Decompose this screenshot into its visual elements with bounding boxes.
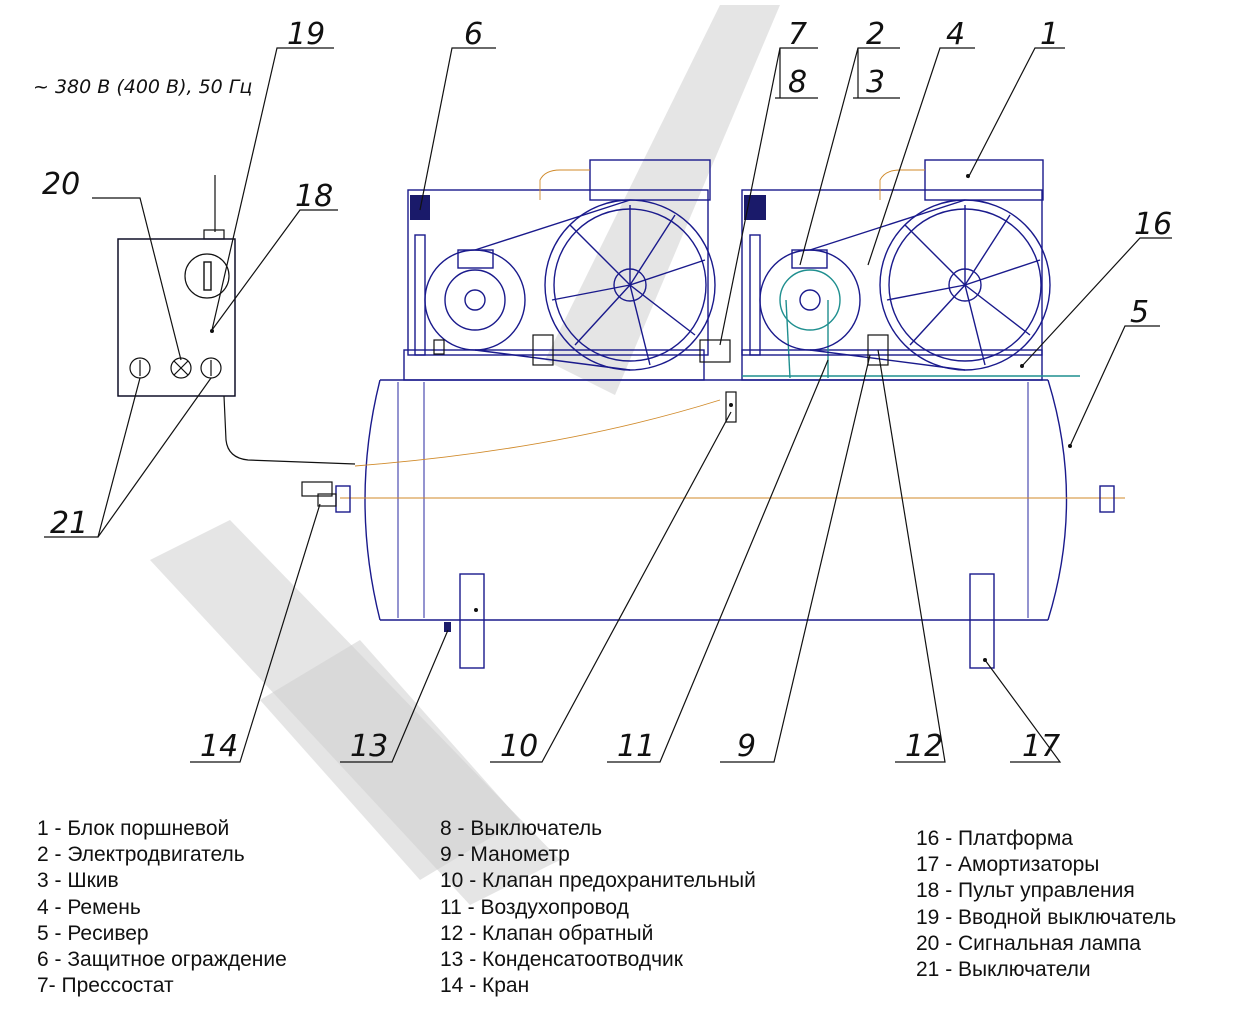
legend-item: 17 - Амортизаторы [916,853,1100,877]
legend-item: 9 - Манометр [440,843,570,867]
callout-1: 1 [1040,17,1059,52]
right-compressor-unit [741,159,1051,371]
legend-item: 12 - Клапан обратный [440,921,654,945]
callout-12: 12 [905,729,943,764]
supply-voltage-label: ~ 380 В (400 В), 50 Гц [33,76,252,98]
legend-column-3: 16 - Платформа 17 - Амортизаторы 18 - Пу… [916,826,1176,983]
callout-2: 2 [866,17,885,52]
legend-item: 4 - Ремень [37,895,141,919]
legend-item: 18 - Пульт управления [916,879,1135,903]
callout-6: 6 [464,17,483,52]
watermark [150,5,780,905]
callout-5: 5 [1130,295,1149,330]
callout-11: 11 [617,729,655,764]
legend-item: 10 - Клапан предохранительный [440,869,756,893]
legend-item: 1 - Блок поршневой [37,817,230,840]
legend-item: 16 - Платформа [916,827,1073,850]
legend-item: 8 - Выключатель [440,817,603,840]
callout-3: 3 [866,65,885,100]
legend-item: 6 - Защитное ограждение [37,948,287,972]
callout-8: 8 [788,65,807,100]
callout-21: 21 [50,506,88,541]
legend-item: 20 - Сигнальная лампа [916,931,1141,955]
receiver-tank [301,379,1125,669]
callout-9: 9 [737,729,756,764]
callout-19: 19 [287,17,325,52]
legend-item: 7- Прессостат [37,974,174,998]
callout-4: 4 [946,17,965,52]
callout-18: 18 [295,179,333,214]
platform [403,299,1080,381]
callout-17: 17 [1022,729,1060,764]
legend-column-2: 8 - Выключатель 9 - Манометр 10 - Клапан… [440,816,756,999]
legend-item: 2 - Электродвигатель [37,843,245,867]
callout-14: 14 [200,729,238,764]
control-panel [117,175,356,465]
callout-16: 16 [1134,207,1172,242]
legend-item: 5 - Ресивер [37,921,149,945]
leader-lines [44,47,1172,763]
callout-13: 13 [350,729,388,764]
callout-numbers: 19 6 7 8 2 3 4 1 20 18 16 5 21 14 13 10 … [42,17,1172,764]
legend-item: 19 - Вводной выключатель [916,905,1177,929]
callout-20: 20 [42,167,80,202]
legend-item: 14 - Кран [440,974,530,998]
legend-item: 21 - Выключатели [916,958,1091,982]
callout-10: 10 [500,729,538,764]
callout-7: 7 [788,17,807,52]
legend-column-1: 1 - Блок поршневой 2 - Электродвигатель … [37,816,287,999]
left-compressor-unit [407,159,731,371]
legend-item: 13 - Конденсатоотводчик [440,948,683,972]
legend-item: 3 - Шкив [37,869,119,893]
legend-item: 11 - Воздухопровод [440,895,629,919]
